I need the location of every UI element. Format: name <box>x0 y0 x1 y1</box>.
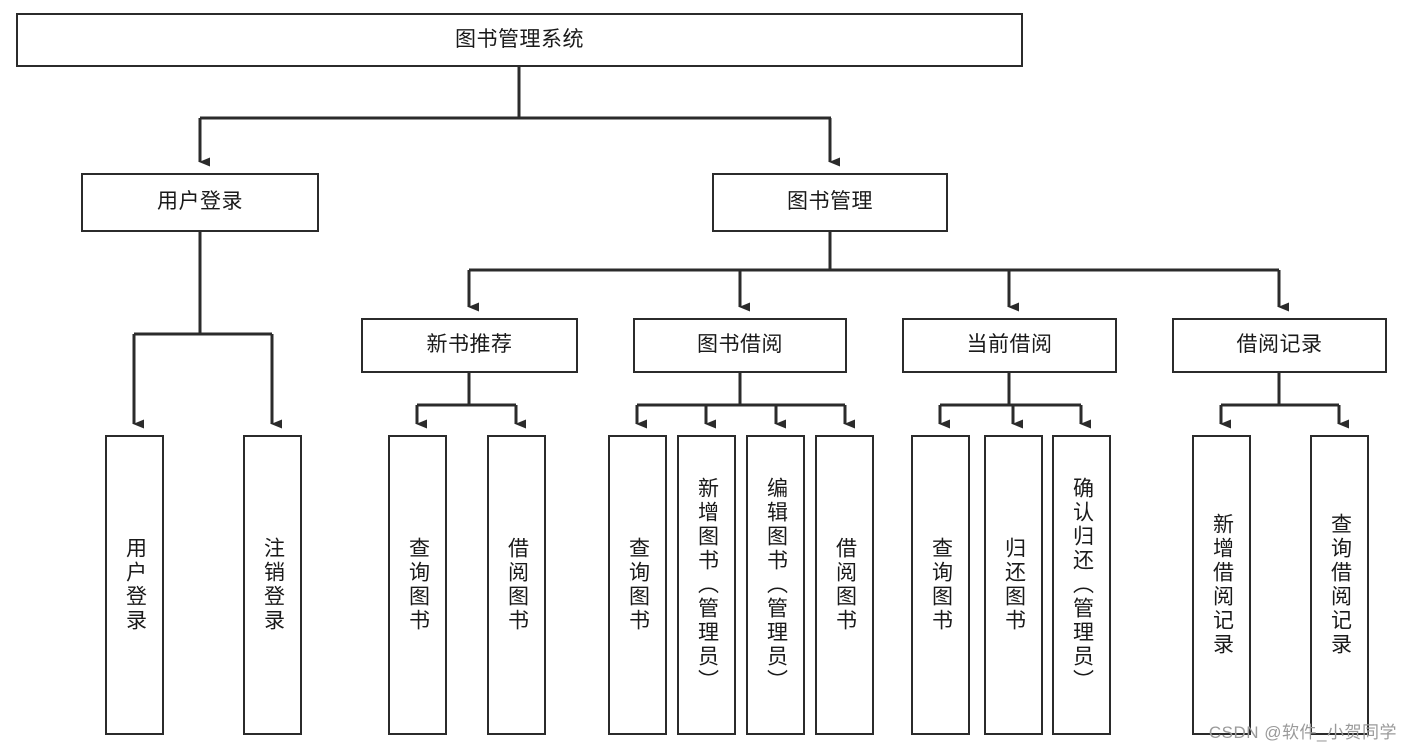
node-leaf-logout[interactable]: 注销登录 <box>243 435 302 735</box>
node-book-borrow[interactable]: 图书借阅 <box>633 318 847 373</box>
node-book-borrow-label: 图书借阅 <box>697 333 783 357</box>
node-borrow-record-label: 借阅记录 <box>1236 333 1323 357</box>
node-leaf-logout-label: 注销登录 <box>261 537 285 633</box>
node-leaf-borrow-book-1-label: 借阅图书 <box>505 537 529 633</box>
node-user-login[interactable]: 用户登录 <box>81 173 319 232</box>
node-leaf-borrow-book-2-label: 借阅图书 <box>833 537 857 633</box>
node-leaf-add-record-label: 新增借阅记录 <box>1210 513 1234 657</box>
node-leaf-edit-book-label: 编辑图书（管理员） <box>764 477 788 693</box>
node-leaf-return-book[interactable]: 归还图书 <box>984 435 1043 735</box>
node-leaf-add-book-label: 新增图书（管理员） <box>695 477 719 693</box>
node-root-label: 图书管理系统 <box>455 27 584 51</box>
node-leaf-confirm-return-label: 确认归还（管理员） <box>1070 477 1094 693</box>
node-leaf-query-record-label: 查询借阅记录 <box>1328 513 1352 657</box>
node-leaf-query-book-2-label: 查询图书 <box>626 537 650 633</box>
node-current-borrow[interactable]: 当前借阅 <box>902 318 1117 373</box>
node-leaf-query-book-3[interactable]: 查询图书 <box>911 435 970 735</box>
node-leaf-query-book-1[interactable]: 查询图书 <box>388 435 447 735</box>
node-leaf-query-book-1-label: 查询图书 <box>406 537 430 633</box>
node-leaf-query-book-2[interactable]: 查询图书 <box>608 435 667 735</box>
node-leaf-borrow-book-1[interactable]: 借阅图书 <box>487 435 546 735</box>
node-book-manage[interactable]: 图书管理 <box>712 173 948 232</box>
node-leaf-confirm-return[interactable]: 确认归还（管理员） <box>1052 435 1111 735</box>
node-leaf-query-record[interactable]: 查询借阅记录 <box>1310 435 1369 735</box>
node-leaf-return-book-label: 归还图书 <box>1002 537 1026 633</box>
node-leaf-user-login-label: 用户登录 <box>123 537 147 633</box>
node-leaf-borrow-book-2[interactable]: 借阅图书 <box>815 435 874 735</box>
node-new-book-rec-label: 新书推荐 <box>426 333 513 357</box>
node-leaf-user-login[interactable]: 用户登录 <box>105 435 164 735</box>
node-book-manage-label: 图书管理 <box>787 190 873 214</box>
node-borrow-record[interactable]: 借阅记录 <box>1172 318 1387 373</box>
node-leaf-edit-book[interactable]: 编辑图书（管理员） <box>746 435 805 735</box>
node-leaf-add-book[interactable]: 新增图书（管理员） <box>677 435 736 735</box>
node-leaf-add-record[interactable]: 新增借阅记录 <box>1192 435 1251 735</box>
node-leaf-query-book-3-label: 查询图书 <box>929 537 953 633</box>
node-user-login-label: 用户登录 <box>157 190 243 214</box>
node-root[interactable]: 图书管理系统 <box>16 13 1023 67</box>
node-new-book-rec[interactable]: 新书推荐 <box>361 318 578 373</box>
csdn-watermark: CSDN @软件_小贺同学 <box>1208 723 1397 742</box>
node-current-borrow-label: 当前借阅 <box>966 333 1053 357</box>
